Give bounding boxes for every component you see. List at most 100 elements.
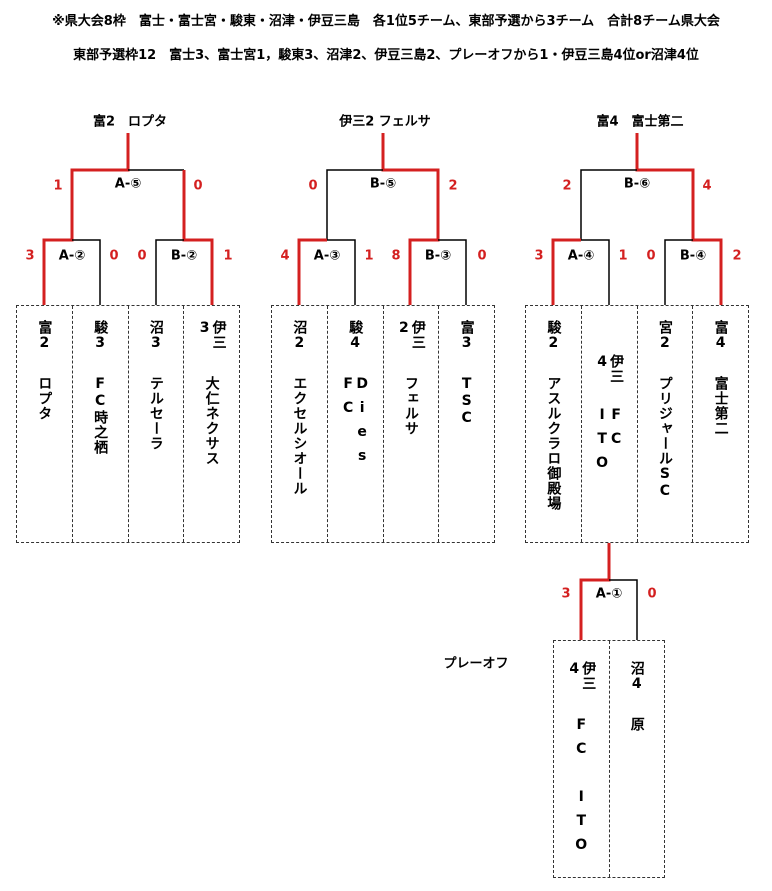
win-path — [635, 133, 723, 305]
bracket-3-winner: 富4 富士第二 — [596, 114, 684, 130]
team-rank: 富2 — [36, 320, 53, 352]
team-name: 原 — [628, 717, 645, 732]
score-left: 8 — [391, 248, 401, 264]
match-label: A-③ — [313, 248, 341, 264]
team-rank: 宮2 — [656, 320, 673, 352]
bracket-3-teams: 駿2 アスルクラロ御殿場 伊三4 FC ITO 宮2 プリジャールSC 富4 富士第二 — [525, 305, 749, 543]
team-name: FC ITO — [573, 717, 590, 861]
score-left: 1 — [53, 178, 63, 194]
bracket-1-winner: 富2 ロプタ — [92, 114, 168, 130]
playoff-teams: 伊三4 FC ITO 沼4 原 — [553, 640, 665, 878]
team-cell: 宮2 プリジャールSC — [638, 306, 694, 542]
team-rank: 沼3 — [147, 320, 164, 352]
bracket-2-lines — [297, 133, 467, 305]
team-rank: 伊三2 — [395, 320, 426, 350]
team-name: FC ITO — [594, 407, 625, 480]
team-rank: 沼4 — [628, 661, 645, 693]
match-label: B-⑤ — [369, 176, 397, 192]
score-left: 0 — [137, 248, 147, 264]
lose-path — [72, 239, 101, 305]
team-name: フェルサ — [402, 376, 419, 436]
team-rank: 駿2 — [545, 320, 562, 352]
match-label: B-④ — [679, 248, 707, 264]
win-path — [551, 238, 581, 305]
header-line-1: ※県大会8枠 富士・富士宮・駿東・沼津・伊豆三島 各1位5チーム、東部予選から3… — [52, 14, 720, 29]
team-rank: 伊三4 — [566, 661, 597, 691]
lose-path — [581, 239, 610, 305]
team-rank: 駿3 — [92, 320, 109, 352]
team-rank: 伊三3 — [196, 320, 227, 350]
win-path — [579, 543, 611, 640]
team-name: エクセルシオール — [291, 376, 308, 496]
match-label: A-② — [58, 248, 86, 264]
match-label: A-⑤ — [114, 176, 142, 192]
match-label: B-② — [170, 248, 198, 264]
team-cell: 伊三4 FC ITO — [554, 641, 610, 877]
lose-path — [664, 239, 693, 305]
score-right: 2 — [448, 178, 458, 194]
score-left: 3 — [534, 248, 544, 264]
team-cell: 駿2 アスルクラロ御殿場 — [526, 306, 582, 542]
score-right: 0 — [109, 248, 119, 264]
lose-path — [327, 239, 356, 305]
match-label: B-③ — [424, 248, 452, 264]
match-label: A-④ — [567, 248, 595, 264]
team-cell: 伊三2 フェルサ — [384, 306, 440, 542]
score-right: 0 — [647, 586, 657, 602]
score-right: 0 — [477, 248, 487, 264]
team-name: 大仁ネクサス — [203, 376, 220, 466]
score-right: 2 — [732, 248, 742, 264]
team-rank: 駿4 — [347, 320, 364, 352]
score-right: 1 — [223, 248, 233, 264]
bracket-3-lines — [551, 133, 723, 305]
team-cell: 伊三4 FC ITO — [582, 306, 638, 542]
score-left: 2 — [562, 178, 572, 194]
playoff-lines — [579, 543, 638, 640]
header-line-2: 東部予選枠12 富士3、富士宮1，駿東3、沼津2、伊豆三島2、プレーオフから1・… — [73, 48, 699, 63]
bracket-2-winner: 伊三2 フェルサ — [339, 114, 431, 130]
playoff-title: プレーオフ — [443, 656, 509, 672]
score-left: 4 — [280, 248, 290, 264]
team-cell: 沼3 テルセーラ — [129, 306, 185, 542]
team-cell: 伊三3 大仁ネクサス — [184, 306, 239, 542]
team-name: プリジャールSC — [656, 376, 673, 500]
team-name: Dies FC — [340, 375, 371, 472]
team-rank: 伊三4 — [594, 354, 625, 384]
match-label: A-① — [595, 586, 623, 602]
win-path — [381, 133, 440, 305]
score-right: 1 — [618, 248, 628, 264]
score-left: 0 — [646, 248, 656, 264]
score-left: 0 — [308, 178, 318, 194]
score-left: 3 — [561, 586, 571, 602]
bracket-1-lines — [42, 133, 214, 305]
team-cell: 富4 富士第二 — [693, 306, 748, 542]
lose-path — [609, 579, 638, 640]
team-cell: 沼4 原 — [610, 641, 665, 877]
team-cell: 沼2 エクセルシオール — [272, 306, 328, 542]
team-name: 富士第二 — [712, 376, 729, 436]
lose-path — [326, 169, 383, 240]
win-path — [42, 133, 130, 305]
lose-path — [580, 169, 637, 240]
score-right: 0 — [193, 178, 203, 194]
score-right: 1 — [364, 248, 374, 264]
team-name: アスルクラロ御殿場 — [545, 376, 562, 511]
team-rank: 富4 — [712, 320, 729, 352]
score-left: 3 — [25, 248, 35, 264]
team-name: TSC — [458, 376, 475, 427]
team-name: テルセーラ — [147, 376, 164, 451]
team-rank: 沼2 — [291, 320, 308, 352]
win-path — [182, 170, 214, 305]
lose-path — [155, 239, 184, 305]
team-rank: 富3 — [458, 320, 475, 352]
match-label: B-⑥ — [623, 176, 651, 192]
win-path — [297, 238, 327, 305]
lose-path — [438, 239, 467, 305]
team-name: FC時之栖 — [92, 376, 109, 455]
